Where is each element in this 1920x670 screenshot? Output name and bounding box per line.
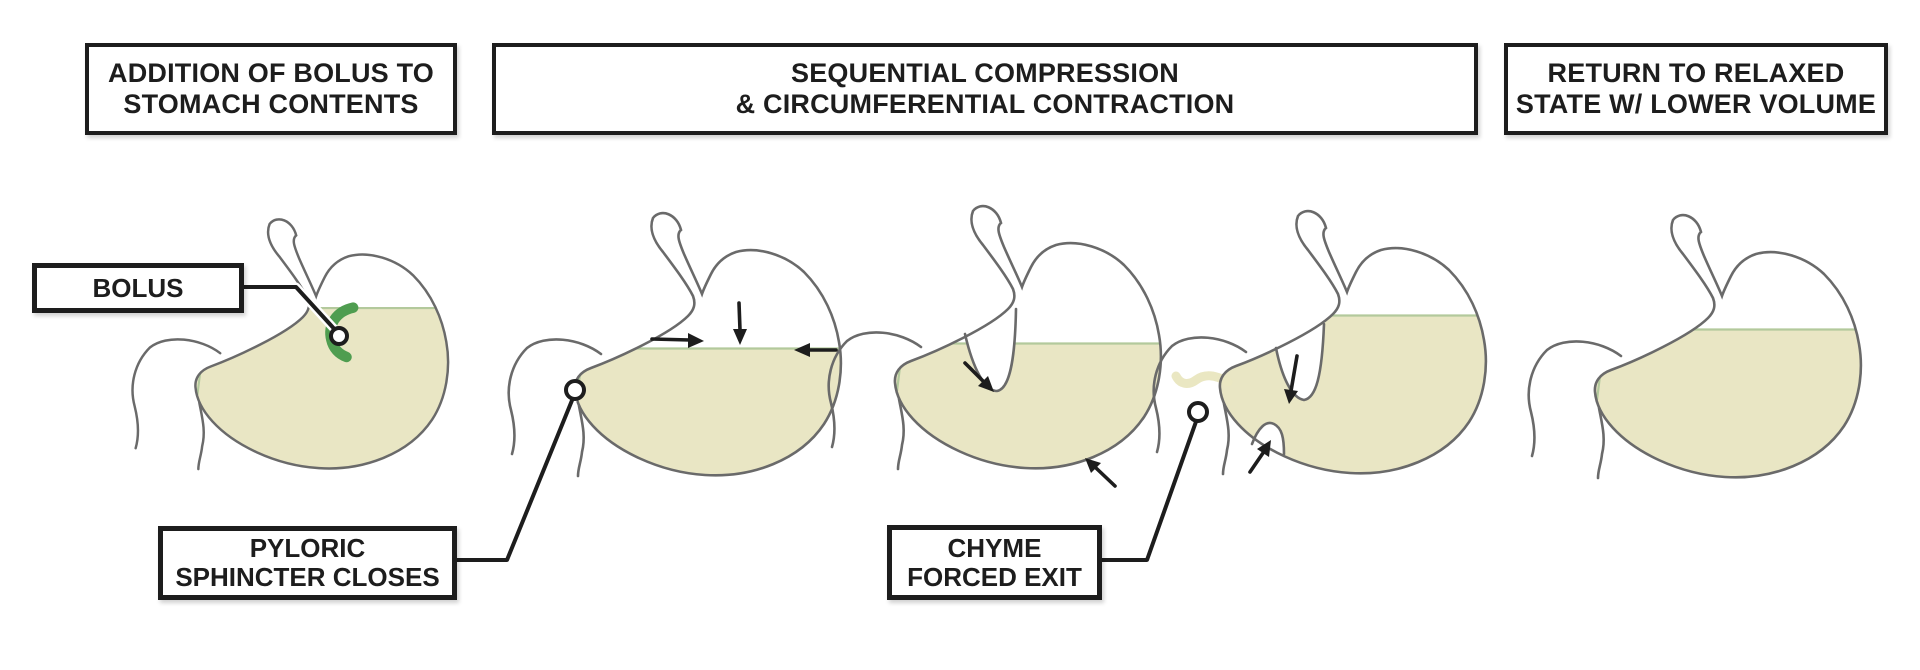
bolus-leader-line <box>244 282 349 346</box>
stomach-stage-5 <box>1527 213 1863 480</box>
antral-arrow-upper <box>1284 354 1299 404</box>
header-sequential-compression: SEQUENTIAL COMPRESSION & CIRCUMFERENTIAL… <box>492 43 1478 135</box>
bolus-callout-label: BOLUS <box>92 272 184 303</box>
contraction-arrow-lower <box>1085 458 1117 488</box>
pyloric-sphincter-callout-label: PYLORIC SPHINCTER CLOSES <box>175 533 440 592</box>
antral-arrow-lower <box>1248 440 1271 474</box>
chyme-leader-line <box>1101 401 1209 565</box>
chyme-callout: CHYME FORCED EXIT <box>887 525 1102 600</box>
stomach-stage-3 <box>827 204 1163 471</box>
chyme-shape <box>1171 371 1233 388</box>
pyloric-point-marker <box>564 379 586 401</box>
bolus-point-marker <box>329 326 349 346</box>
chyme-point-marker <box>1187 401 1209 423</box>
stomach-stage-1 <box>131 218 450 471</box>
header-return-relaxed: RETURN TO RELAXED STATE W/ LOWER VOLUME <box>1504 43 1888 135</box>
pyloric-leader-line <box>456 379 586 565</box>
bolus-callout: BOLUS <box>32 263 244 313</box>
header-bolus-addition-label: ADDITION OF BOLUS TO STOMACH CONTENTS <box>108 58 434 119</box>
compression-arrow-down <box>733 301 747 345</box>
compression-arrow-right <box>650 333 704 348</box>
stomach-stage-2 <box>507 211 843 478</box>
pyloric-sphincter-callout: PYLORIC SPHINCTER CLOSES <box>158 526 457 600</box>
header-sequential-compression-label: SEQUENTIAL COMPRESSION & CIRCUMFERENTIAL… <box>735 58 1235 119</box>
antral-indentation-lower <box>1250 421 1286 456</box>
compression-arrow-left <box>794 343 838 357</box>
chyme-callout-label: CHYME FORCED EXIT <box>907 532 1082 592</box>
header-return-relaxed-label: RETURN TO RELAXED STATE W/ LOWER VOLUME <box>1515 58 1877 119</box>
header-bolus-addition: ADDITION OF BOLUS TO STOMACH CONTENTS <box>85 43 457 135</box>
contraction-arrow-upper <box>963 361 994 392</box>
